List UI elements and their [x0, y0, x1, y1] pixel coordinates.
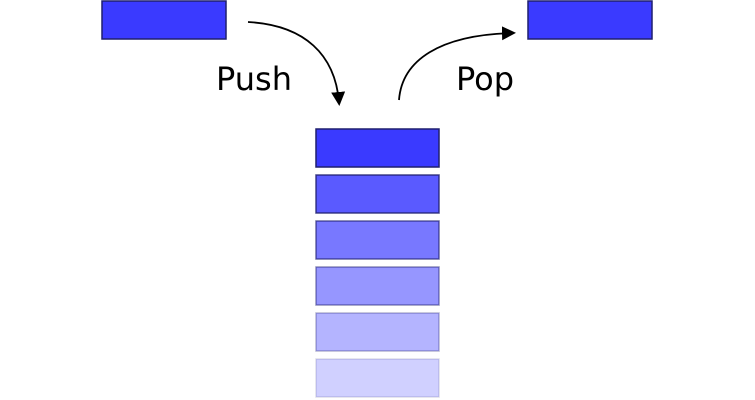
- stack: [315, 128, 440, 398]
- stack-block-6: [315, 358, 440, 398]
- push-arrow: [247, 21, 346, 106]
- incoming-block: [101, 0, 227, 40]
- stack-block-3: [315, 220, 440, 260]
- outgoing-block: [527, 0, 653, 40]
- push-label: Push: [216, 60, 292, 98]
- pop-arrow: [398, 26, 516, 101]
- stack-block-1: [315, 128, 440, 168]
- stack-block-4: [315, 266, 440, 306]
- stack-block-2: [315, 174, 440, 214]
- stack-block-5: [315, 312, 440, 352]
- pop-label: Pop: [456, 60, 515, 98]
